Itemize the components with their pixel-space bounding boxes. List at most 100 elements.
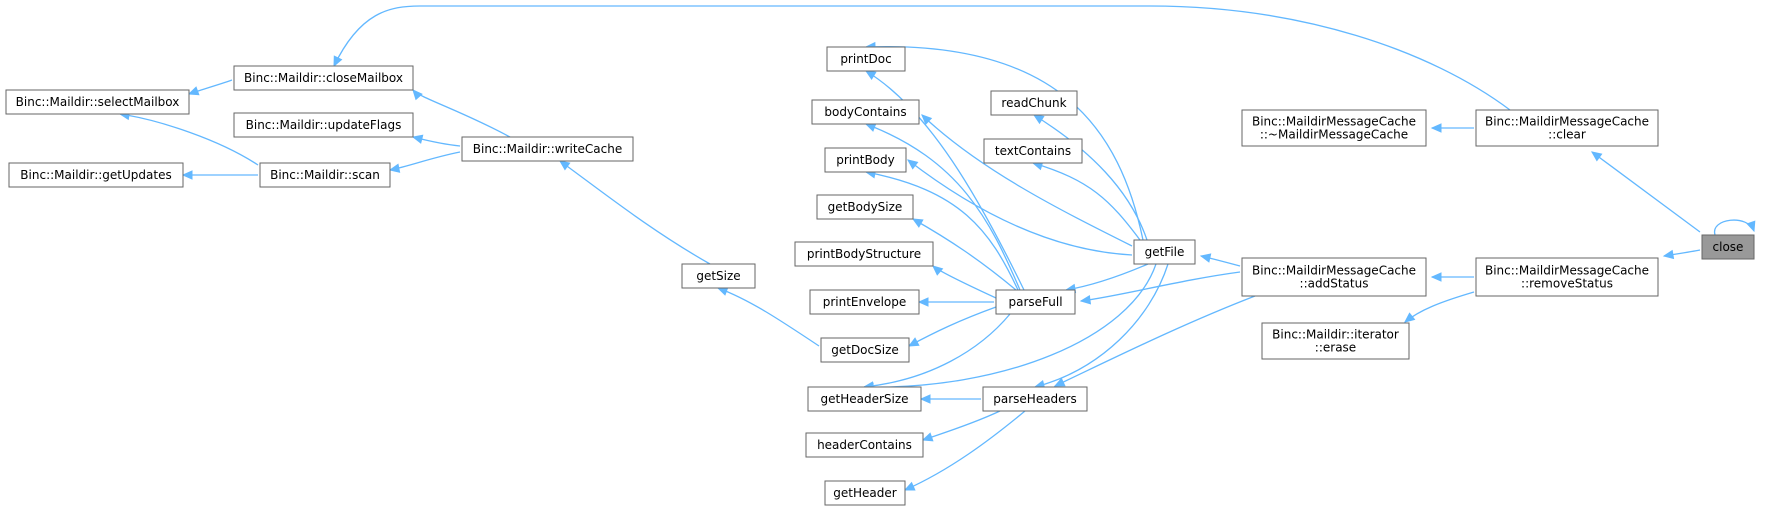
node-parseFull[interactable]: parseFull <box>995 289 1076 315</box>
node-label: Binc::Maildir::scan <box>270 168 380 182</box>
edge-line <box>904 410 1026 491</box>
node-updateFlags[interactable]: Binc::Maildir::updateFlags <box>233 112 414 138</box>
node-box <box>807 386 922 412</box>
node-label: printEnvelope <box>823 295 907 309</box>
node-box <box>809 289 920 315</box>
node-label: printBodyStructure <box>807 247 921 261</box>
node-box <box>1241 257 1427 297</box>
node-erase[interactable]: Binc::Maildir::iterator::erase <box>1261 322 1410 360</box>
node-printEnvelope[interactable]: printEnvelope <box>809 289 920 315</box>
node-box <box>824 147 907 173</box>
edge-line <box>333 5 1511 111</box>
edge-parseFull-to-printEnvelope <box>917 297 994 307</box>
edge-line <box>1054 295 1256 387</box>
node-box <box>1475 109 1659 147</box>
node-dtor[interactable]: Binc::MaildirMessageCache::~MaildirMessa… <box>1241 109 1427 147</box>
nodes: closeBinc::MaildirMessageCache::clearBin… <box>5 46 1755 506</box>
edge-parseFull-to-printBodyStructure <box>932 265 997 299</box>
edge-closeMailbox-to-selectMailbox <box>187 79 233 96</box>
node-box <box>1261 322 1410 360</box>
node-label: printBody <box>836 153 895 167</box>
edge-parseFull-to-printDoc <box>864 70 1025 291</box>
edge-arrowhead <box>1430 272 1442 282</box>
edge-parseFull-to-getBodySize <box>911 218 1017 291</box>
edge-arrowhead <box>181 170 193 180</box>
node-label: Binc::Maildir::writeCache <box>473 142 622 156</box>
edge-arrowhead <box>932 265 944 276</box>
node-box <box>820 337 910 363</box>
edge-parseHeaders-to-getHeader <box>903 410 1026 491</box>
node-label: getDocSize <box>831 343 899 357</box>
node-label: ::clear <box>1548 128 1586 142</box>
node-box <box>1241 109 1427 147</box>
node-closeMailbox[interactable]: Binc::Maildir::closeMailbox <box>233 65 414 91</box>
edge-line <box>912 218 1017 291</box>
node-printBody[interactable]: printBody <box>824 147 907 173</box>
node-printDoc[interactable]: printDoc <box>826 46 906 72</box>
node-label: ::~MaildirMessageCache <box>1260 128 1408 142</box>
node-box <box>1701 234 1755 260</box>
edge-getFile-to-printBody <box>907 159 1133 256</box>
edge-arrowhead <box>412 89 423 101</box>
edge-arrowhead <box>864 122 877 132</box>
node-box <box>816 194 914 220</box>
node-label: Binc::Maildir::selectMailbox <box>16 95 180 109</box>
node-label: Binc::MaildirMessageCache <box>1252 264 1416 278</box>
edge-line <box>412 89 511 138</box>
node-label: getSize <box>696 269 740 283</box>
edge-addStatus-to-parseHeaders <box>1053 295 1256 387</box>
node-headerContains[interactable]: headerContains <box>805 432 924 458</box>
node-selectMailbox[interactable]: Binc::Maildir::selectMailbox <box>5 89 190 115</box>
node-label: Binc::Maildir::iterator <box>1272 328 1399 342</box>
node-getFile[interactable]: getFile <box>1133 239 1196 265</box>
node-getSize[interactable]: getSize <box>681 263 756 289</box>
edge-arrowhead <box>917 297 929 307</box>
node-removeStatus[interactable]: Binc::MaildirMessageCache::removeStatus <box>1475 257 1659 297</box>
node-getDocSize[interactable]: getDocSize <box>820 337 910 363</box>
edge-arrowhead <box>919 394 931 404</box>
edge-writeCache-to-closeMailbox <box>412 89 511 138</box>
edges <box>118 5 1756 491</box>
node-getHeader[interactable]: getHeader <box>824 480 906 506</box>
node-addStatus[interactable]: Binc::MaildirMessageCache::addStatus <box>1241 257 1427 297</box>
edge-arrowhead <box>1591 151 1603 162</box>
node-getBodySize[interactable]: getBodySize <box>816 194 914 220</box>
node-readChunk[interactable]: readChunk <box>990 90 1078 116</box>
node-box <box>681 263 756 289</box>
node-label: close <box>1713 240 1744 254</box>
node-box <box>824 480 906 506</box>
edge-arrowhead <box>921 114 933 125</box>
node-getUpdates[interactable]: Binc::Maildir::getUpdates <box>8 162 184 188</box>
node-close[interactable]: close <box>1701 234 1755 260</box>
edge-writeCache-to-updateFlags <box>411 134 461 147</box>
node-clear[interactable]: Binc::MaildirMessageCache::clear <box>1475 109 1659 147</box>
edge-arrowhead <box>1746 220 1756 233</box>
node-label: getHeader <box>833 486 896 500</box>
edge-line <box>922 410 1001 441</box>
edge-arrowhead <box>1053 377 1066 387</box>
edge-arrowhead <box>187 86 200 96</box>
edge-getFile-to-parseHeaders <box>1033 263 1169 390</box>
node-printBodyStructure[interactable]: printBodyStructure <box>794 241 934 267</box>
node-parseHeaders[interactable]: parseHeaders <box>982 386 1088 412</box>
edge-removeStatus-to-erase <box>1404 291 1475 323</box>
edge-line <box>717 287 820 347</box>
edge-line <box>1591 151 1701 233</box>
node-bodyContains[interactable]: bodyContains <box>811 99 920 125</box>
edge-getSize-to-writeCache <box>559 160 711 265</box>
edge-line <box>1080 271 1241 302</box>
node-label: ::removeStatus <box>1521 277 1613 291</box>
node-textContains[interactable]: textContains <box>983 138 1083 164</box>
node-label: ::addStatus <box>1300 277 1369 291</box>
node-getHeaderSize[interactable]: getHeaderSize <box>807 386 922 412</box>
edge-addStatus-to-parseFull <box>1079 271 1241 305</box>
edge-close-to-clear <box>1591 151 1701 233</box>
edge-arrowhead <box>1662 249 1675 260</box>
node-label: readChunk <box>1001 96 1066 110</box>
edge-getFile-to-readChunk <box>1032 114 1148 241</box>
node-scan[interactable]: Binc::Maildir::scan <box>259 162 391 188</box>
node-writeCache[interactable]: Binc::Maildir::writeCache <box>461 136 634 162</box>
edge-clear-to-dtor <box>1430 123 1475 133</box>
edge-arrowhead <box>716 286 729 296</box>
node-box <box>5 89 190 115</box>
